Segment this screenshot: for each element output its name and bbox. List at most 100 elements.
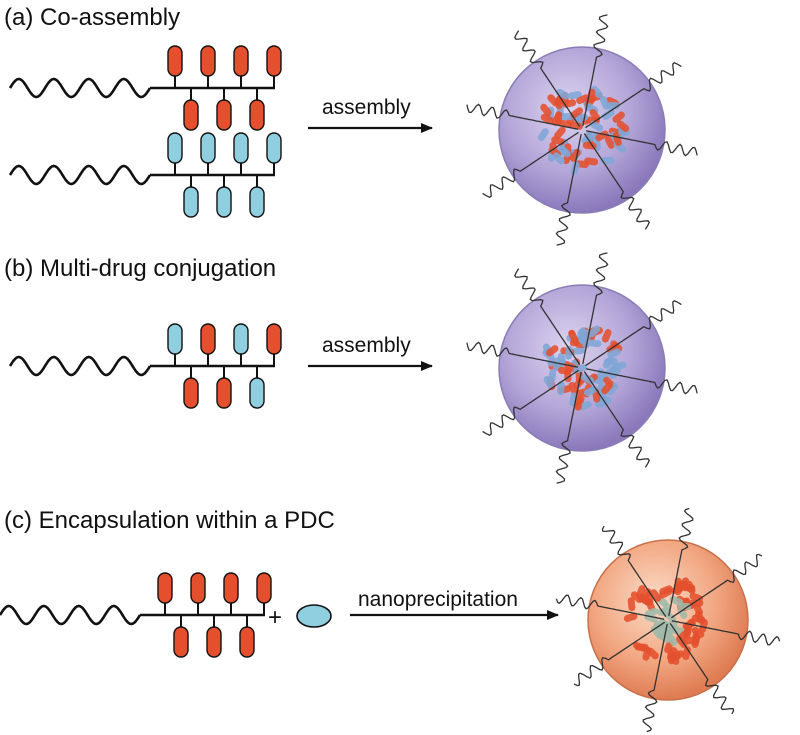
drug-red (216, 99, 232, 131)
particle-chain (583, 133, 650, 230)
particle-chain (555, 594, 665, 620)
core-drug (543, 376, 555, 389)
core-drug (568, 91, 582, 100)
particle-chain (482, 131, 579, 198)
core-drug (609, 366, 622, 380)
core-drug (666, 653, 680, 665)
core-drug (571, 346, 586, 355)
particle-chain (466, 103, 579, 130)
particle-shell (498, 46, 666, 214)
arrow-label-a: assembly (322, 96, 411, 119)
core-drug (570, 107, 584, 119)
core-drug (633, 641, 647, 652)
particle-chain (514, 268, 581, 365)
drug-blue (200, 132, 216, 164)
drug-red (216, 377, 232, 409)
drug-red (249, 99, 265, 131)
drug-blue (233, 132, 249, 164)
drug-red (266, 45, 282, 77)
drug-blue (249, 377, 265, 409)
drug-red (256, 572, 272, 604)
core-drug (559, 113, 574, 121)
core-drug (554, 126, 566, 139)
drug-blue (167, 323, 183, 355)
core-drug (589, 109, 601, 122)
panel-b-title: (b) Multi-drug conjugation (4, 255, 276, 282)
core-drug (670, 647, 681, 661)
arrow-label-b: assembly (322, 334, 411, 357)
core-drug (554, 111, 563, 126)
drug-red (239, 626, 255, 658)
core-drug (653, 618, 667, 630)
core-drug (601, 329, 612, 343)
drug-red (190, 572, 206, 604)
core-drug (616, 120, 630, 132)
peg-chain (8, 164, 152, 186)
core-drug (590, 120, 604, 132)
core-drug (577, 330, 586, 345)
core-drug (587, 339, 602, 348)
panel-a: (a) Co-assembly assembly (4, 4, 698, 246)
core-drug (591, 85, 603, 99)
particle-shell (587, 539, 749, 701)
particle-chain (601, 525, 667, 618)
polymer-blue (8, 132, 282, 218)
plus-sign: + (268, 604, 282, 631)
core-drug (540, 103, 552, 117)
drug-blue (183, 186, 199, 218)
drug-red (223, 572, 239, 604)
core-drug (537, 128, 549, 142)
drug-red (200, 45, 216, 77)
core-drug (595, 130, 609, 142)
core-drug (552, 152, 565, 165)
panel-c-title: (c) Encapsulation within a PDC (4, 507, 335, 534)
particle-chain (555, 133, 582, 246)
particle-chain (642, 623, 668, 733)
core-drug (565, 345, 573, 360)
drug-blue (233, 323, 249, 355)
core-drug (680, 582, 695, 593)
particle-chain (514, 30, 581, 127)
peg-chain (0, 604, 142, 626)
core-drug (602, 356, 615, 369)
particle-chain (585, 62, 682, 129)
core-drug (601, 381, 613, 395)
core-drug (691, 626, 705, 639)
peg-chain (8, 77, 152, 99)
core-drug (638, 593, 651, 606)
core-drug (547, 94, 559, 107)
panel-a-title: (a) Co-assembly (4, 4, 180, 31)
core-drug (540, 113, 554, 125)
polymer-red (8, 45, 282, 131)
drug-blue (249, 186, 265, 218)
particle-chain (670, 553, 763, 619)
nanoparticle-c (555, 507, 781, 733)
core-drug (568, 329, 578, 344)
core-drug (601, 108, 615, 120)
particle-chain (482, 369, 579, 436)
core-drug (623, 612, 638, 622)
core-drug (557, 366, 572, 375)
particle-chain (585, 300, 682, 367)
core-drug (682, 646, 691, 661)
core-drug (659, 588, 673, 599)
nanoparticle-b (466, 252, 698, 484)
core-drug (606, 382, 619, 396)
panel-c: (c) Encapsulation within a PDC + nanopre… (0, 507, 781, 733)
core-drug (612, 132, 622, 146)
particle-chain (671, 620, 781, 646)
core-drug (683, 624, 692, 639)
drug-red (173, 626, 189, 658)
core-drug (570, 161, 580, 176)
core-drug (644, 607, 659, 618)
core-drug (612, 111, 625, 123)
drug-red (200, 323, 216, 355)
core-drug (576, 94, 590, 105)
core-drug (588, 325, 601, 338)
drug-red (206, 626, 222, 658)
peg-chain (8, 355, 152, 377)
particle-chain (582, 252, 609, 365)
core-drug (558, 145, 571, 158)
core-drug (694, 610, 706, 625)
